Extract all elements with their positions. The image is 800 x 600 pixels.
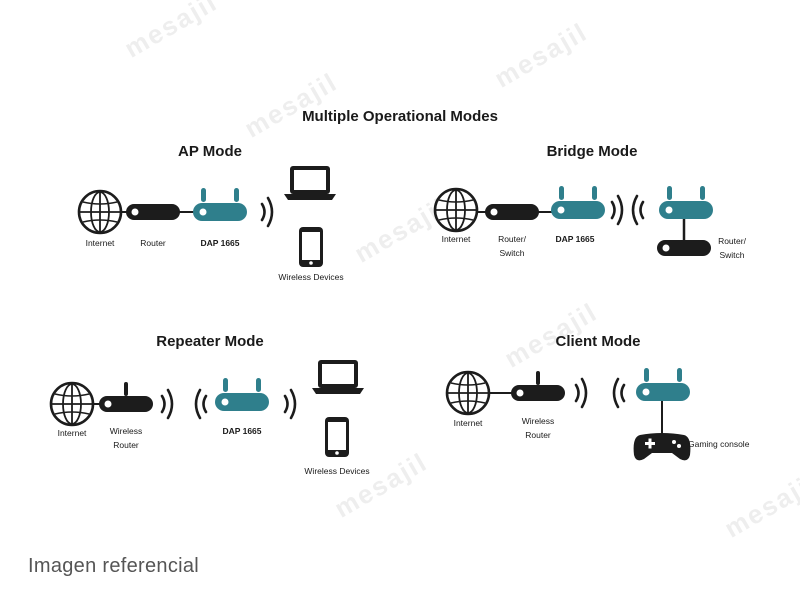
laptop-icon (312, 360, 364, 394)
bridge-remote-label-1: Router/ (718, 236, 746, 246)
client-router-label-1: Wireless (521, 416, 555, 426)
bridge-router-label-2: Switch (499, 248, 525, 258)
repeater-router-label-1: Wireless (109, 426, 143, 436)
bridge-device-label: DAP 1665 (555, 234, 595, 244)
repeater-devices-label: Wireless Devices (304, 466, 370, 476)
wifi-waves-icon (160, 388, 174, 420)
repeater-mode-title: Repeater Mode (156, 333, 264, 350)
repeater-device-label: DAP 1665 (222, 426, 262, 436)
access-point-icon (636, 368, 690, 401)
repeater-internet-label: Internet (57, 428, 87, 438)
access-point-icon (193, 188, 247, 221)
phone-icon (325, 417, 349, 457)
router-switch-icon (485, 204, 539, 220)
client-console-label: Gaming console (688, 439, 750, 449)
repeater-router-label-2: Router (113, 440, 139, 450)
ap-mode-title: AP Mode (178, 143, 242, 160)
access-point-icon (551, 186, 605, 219)
bridge-mode-title: Bridge Mode (546, 143, 638, 160)
bridge-router-label-1: Router/ (498, 234, 526, 244)
internet-globe-icon (77, 189, 123, 235)
router-icon (126, 204, 180, 220)
ap-internet-label: Internet (85, 238, 115, 248)
internet-globe-icon (445, 370, 491, 416)
client-internet-label: Internet (453, 418, 483, 428)
reference-image-note: Imagen referencial (28, 555, 200, 577)
wifi-waves-icon (610, 194, 624, 226)
ap-device-label: DAP 1665 (200, 238, 240, 248)
ap-router-label: Router (140, 238, 166, 248)
internet-globe-icon (49, 381, 95, 427)
diagram-title: Multiple Operational Modes (302, 108, 498, 125)
wifi-waves-icon (283, 388, 297, 420)
bridge-remote-label-2: Switch (719, 250, 745, 260)
laptop-icon (284, 166, 336, 200)
access-point-icon (215, 378, 269, 411)
wifi-waves-icon (612, 377, 626, 409)
internet-globe-icon (433, 187, 479, 233)
wifi-waves-icon (574, 377, 588, 409)
wifi-waves-icon (260, 196, 274, 228)
wireless-router-icon (99, 382, 153, 412)
gamepad-icon (633, 433, 691, 461)
bridge-internet-label: Internet (441, 234, 471, 244)
phone-icon (299, 227, 323, 267)
ap-devices-label: Wireless Devices (278, 272, 344, 282)
wifi-waves-icon (631, 194, 645, 226)
client-router-label-2: Router (525, 430, 551, 440)
client-mode-title: Client Mode (555, 333, 641, 350)
wifi-waves-icon (194, 388, 208, 420)
access-point-remote-icon (659, 186, 713, 219)
wireless-router-icon (511, 371, 565, 401)
